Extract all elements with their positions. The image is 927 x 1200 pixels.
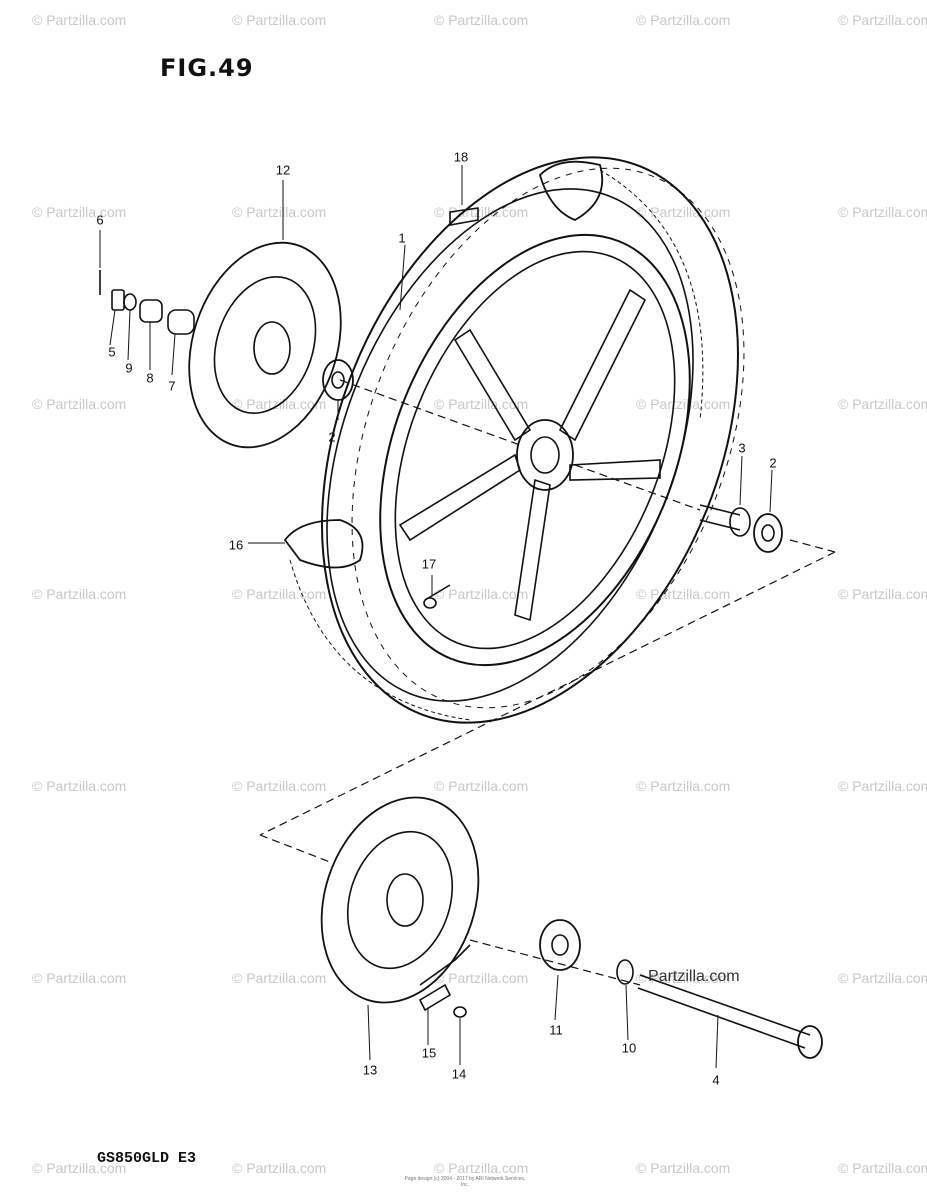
watermark: © Partzilla.com [32,204,127,220]
callout-8: 8 [146,370,154,386]
watermark: © Partzilla.com [838,970,927,986]
callout-4: 4 [712,1072,720,1088]
watermark: © Partzilla.com [232,12,327,28]
callout-1: 1 [398,230,406,246]
callout-9: 9 [125,360,133,376]
watermark: © Partzilla.com [838,12,927,28]
callout-16: 16 [228,537,244,553]
watermark: © Partzilla.com [838,396,927,412]
watermark: © Partzilla.com [434,12,529,28]
brake-disc-lower [320,796,480,1004]
wheel-rim [379,233,691,667]
callout-2b: 2 [769,455,777,471]
watermark: © Partzilla.com [32,396,127,412]
watermark: © Partzilla.com [232,204,327,220]
callout-17: 17 [421,556,437,572]
watermark: © Partzilla.com [232,970,327,986]
callout-18: 18 [453,149,469,165]
speedometer-parts [99,270,195,335]
leader-lines [99,165,773,1069]
watermark: © Partzilla.com [434,396,529,412]
callout-15: 15 [421,1045,437,1061]
figure-title: FIG.49 [160,54,254,82]
watermark-inline: Partzilla.com [648,968,740,985]
callout-2a: 2 [328,429,336,445]
callout-6: 6 [96,212,104,228]
brake-disc-upper [188,241,342,449]
watermark: © Partzilla.com [434,586,529,602]
small-hardware [418,207,479,1018]
callout-12: 12 [275,162,291,178]
watermark: © Partzilla.com [636,1160,731,1176]
watermark: © Partzilla.com [434,1160,529,1176]
watermark: © Partzilla.com [32,778,127,794]
watermark: © Partzilla.com [32,1160,127,1176]
axle [616,959,823,1059]
watermark: © Partzilla.com [232,1160,327,1176]
watermark: © Partzilla.com [838,204,927,220]
bearings [322,359,783,971]
watermark: © Partzilla.com [838,778,927,794]
callout-5: 5 [108,344,116,360]
watermark: © Partzilla.com [838,586,927,602]
watermark: © Partzilla.com [636,396,731,412]
watermark: © Partzilla.com [232,586,327,602]
callout-7: 7 [168,378,176,394]
watermark: © Partzilla.com [434,970,529,986]
watermark: © Partzilla.com [32,586,127,602]
callout-14: 14 [451,1066,467,1082]
watermark: © Partzilla.com [636,12,731,28]
watermark: © Partzilla.com [434,778,529,794]
callout-11: 11 [549,1022,563,1038]
watermark: © Partzilla.com [32,12,127,28]
callout-13: 13 [362,1062,378,1078]
watermark: © Partzilla.com [232,778,327,794]
watermark: © Partzilla.com [32,970,127,986]
watermark: © Partzilla.com [636,204,731,220]
page-footer: Page design (c) 2004 - 2017 by ARI Netwo… [404,1176,526,1188]
watermark: © Partzilla.com [636,778,731,794]
assembly-lines [259,379,836,986]
model-code: GS850GLD E3 [97,1150,197,1167]
callout-3: 3 [738,440,746,456]
watermark: © Partzilla.com [838,1160,927,1176]
callout-10: 10 [621,1040,637,1056]
